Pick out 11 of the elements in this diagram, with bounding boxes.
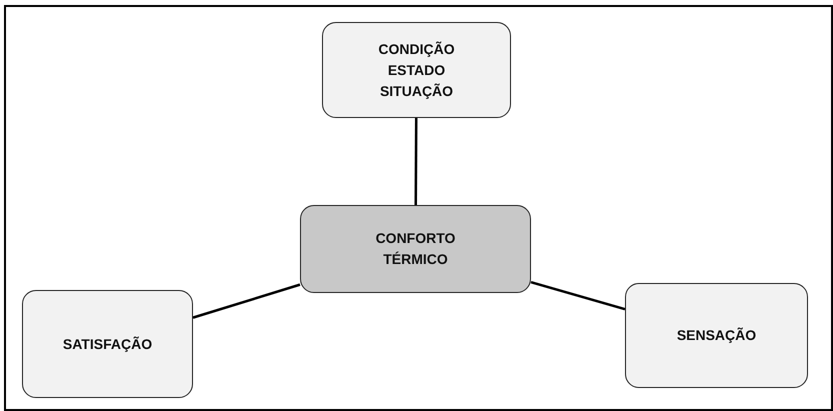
connector-line xyxy=(530,280,626,310)
connector-line xyxy=(414,118,418,205)
concept-box xyxy=(300,205,531,293)
box-label: SATISFAÇÃO xyxy=(62,334,152,354)
concept-box xyxy=(322,22,511,118)
box-label: CONDIÇÃO ESTADO SITUAÇÃO xyxy=(377,40,456,101)
concept-box xyxy=(625,283,808,388)
concept-box xyxy=(22,290,193,398)
connector-line xyxy=(192,283,300,319)
box-label: CONFORTO TÉRMICO xyxy=(374,229,456,269)
box-label: SENSAÇÃO xyxy=(676,326,756,345)
